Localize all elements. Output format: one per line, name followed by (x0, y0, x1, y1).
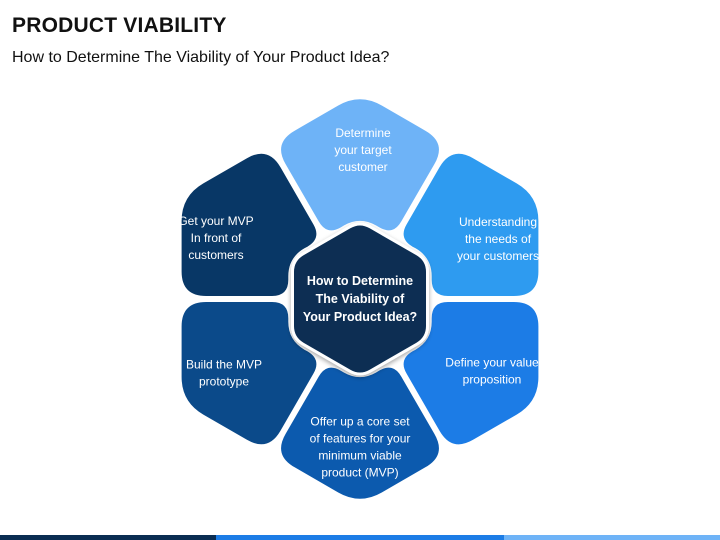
segment-6-line-2: In front of (191, 231, 242, 245)
segment-2 (400, 150, 542, 299)
segment-6-line-3: customers (188, 248, 243, 262)
segment-1-line-3: customer (338, 160, 387, 174)
footer-segment-dark (0, 535, 216, 540)
segments-layer: Determine your target customerUnderstandin… (178, 96, 542, 502)
segment-2-label: Understanding the needs of your customers (457, 215, 539, 263)
footer-segment-light (504, 535, 720, 540)
segment-1-line-1: Determine (335, 126, 391, 140)
center-line-1: How to Determine (307, 274, 413, 288)
segment-1 (278, 96, 442, 234)
segment-5 (178, 299, 320, 448)
page-subtitle: How to Determine The Viability of Your P… (12, 49, 390, 66)
segment-4-line-2: of features for your (310, 432, 411, 446)
segment-1-line-2: your target (334, 143, 392, 157)
segment-3-label: Define your value proposition (445, 356, 539, 387)
segment-3-line-1: Define your value (445, 356, 539, 370)
segment-4 (278, 364, 442, 502)
segment-2-line-2: the needs of (465, 232, 532, 246)
segment-6-label: Get your MVP In front of customers (178, 214, 253, 262)
segment-5-line-1: Build the MVP (186, 358, 262, 372)
page-title: PRODUCT VIABILITY (12, 14, 227, 37)
segment-1-label: Determine your target customer (334, 126, 392, 174)
center-hexagon (291, 222, 429, 376)
segment-2-line-1: Understanding (459, 215, 537, 229)
segment-5-line-2: prototype (199, 375, 249, 389)
segment-5-label: Build the MVP prototype (186, 358, 262, 389)
segment-6 (178, 150, 320, 299)
footer-bar (0, 535, 720, 540)
segment-6-line-1: Get your MVP (178, 214, 253, 228)
segment-3 (400, 299, 542, 448)
segment-3-line-2: proposition (463, 373, 522, 387)
segment-4-line-4: product (MVP) (321, 466, 398, 480)
center-line-2: The Viability of (316, 292, 406, 306)
segment-2-line-3: your customers (457, 249, 539, 263)
segment-4-line-3: minimum viable (318, 449, 402, 463)
center-line-3: Your Product Idea? (303, 310, 417, 324)
segment-4-line-1: Offer up a core set (310, 415, 410, 429)
footer-segment-mid (216, 535, 504, 540)
segment-4-label: Offer up a core set of features for your m… (310, 415, 411, 480)
